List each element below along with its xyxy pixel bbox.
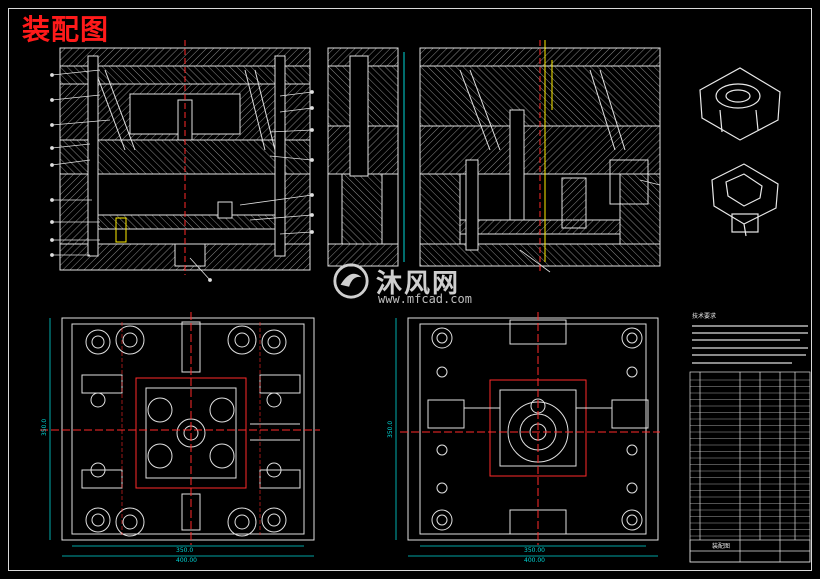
tech-notes-lines [692, 325, 808, 364]
part-3d-views [699, 67, 781, 237]
dimension-lines [49, 318, 658, 557]
watermark: 沐风网 [332, 262, 460, 300]
right-section-view [419, 40, 661, 272]
tech-notes-heading: 技术要求 [692, 312, 716, 320]
leader-lines-left [50, 69, 661, 282]
front-section-view [59, 40, 311, 275]
dim-right-height: 350.0 [387, 421, 394, 438]
watermark-text: 沐风网 [376, 268, 461, 299]
right-plan-view [400, 312, 660, 545]
dim-right-outer-width: 400.00 [524, 557, 545, 564]
drawing-frame [8, 8, 812, 571]
dim-left-height: 350.0 [41, 419, 48, 436]
dim-right-inner-width: 350.00 [524, 547, 545, 554]
left-plan-view [40, 312, 320, 545]
table-rows [690, 379, 810, 537]
watermark-logo-icon [333, 263, 369, 299]
parts-table [689, 371, 811, 563]
dim-left-inner-width: 350.0 [176, 547, 193, 554]
dim-left-outer-width: 400.00 [176, 557, 197, 564]
watermark-url: www.mfcad.com [378, 292, 472, 306]
side-section-view [327, 47, 405, 267]
drawing-title: 装配图 [22, 13, 110, 46]
title-block-name: 装配图 [712, 542, 730, 550]
